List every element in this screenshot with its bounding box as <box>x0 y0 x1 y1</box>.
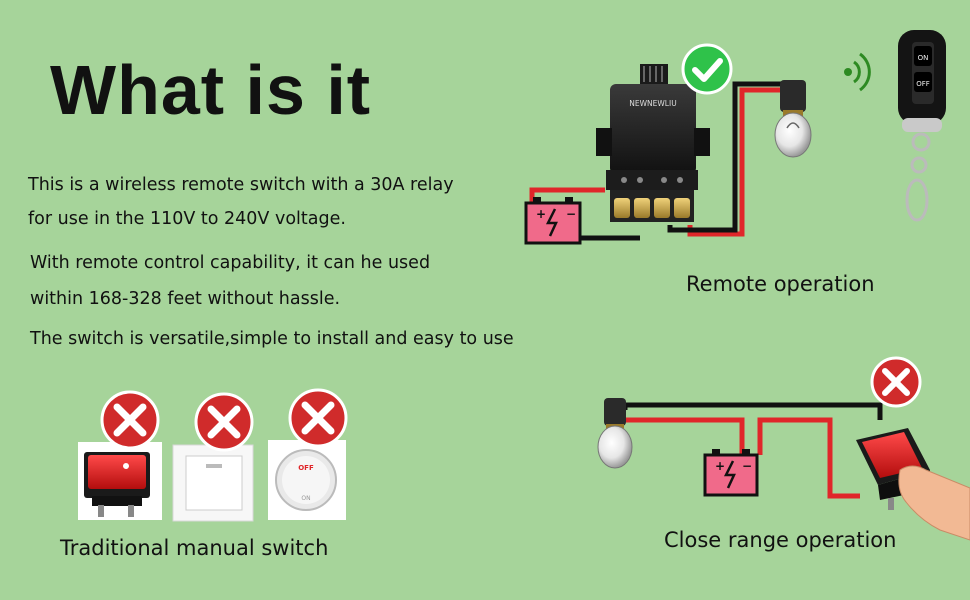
svg-text:+: + <box>715 459 725 473</box>
remote-on-label: ON <box>918 54 929 62</box>
wireless-signal-icon <box>844 52 871 92</box>
light-bulb-icon-close <box>597 398 633 469</box>
description-relay: This is a wireless remote switch with a … <box>28 175 454 229</box>
remote-control-icon: ON OFF <box>898 30 946 222</box>
svg-text:−: − <box>742 459 752 473</box>
cross-icon-manual-2 <box>194 392 254 452</box>
manual-round-switch: OFF ON <box>268 440 346 520</box>
hand-icon <box>898 465 970 541</box>
description-versatile: The switch is versatile,simple to instal… <box>30 329 514 349</box>
remote-off-label: OFF <box>916 80 930 88</box>
caption-close-range-operation: Close range operation <box>664 528 897 552</box>
caption-remote-operation: Remote operation <box>686 272 875 296</box>
relay-module: NEWNEWLIU <box>596 64 710 222</box>
round-switch-off-label: OFF <box>298 464 314 472</box>
battery-icon-close: + − <box>703 449 759 497</box>
cross-icon-close <box>870 356 922 408</box>
svg-text:−: − <box>566 207 576 221</box>
page-title: What is it <box>50 51 372 129</box>
battery-icon: + − <box>524 197 582 245</box>
svg-text:+: + <box>536 207 546 221</box>
cross-icon-manual-1 <box>100 390 160 450</box>
round-switch-on-label: ON <box>301 495 310 502</box>
manual-rocker-switch <box>78 442 162 520</box>
manual-wall-switch <box>172 444 254 522</box>
light-bulb-icon <box>774 80 812 158</box>
check-icon <box>681 43 733 95</box>
description-range: With remote control capability, it can h… <box>30 253 431 309</box>
relay-brand-label: NEWNEWLIU <box>629 99 676 108</box>
cross-icon-manual-3 <box>288 388 348 448</box>
caption-traditional-manual-switch: Traditional manual switch <box>60 536 329 560</box>
